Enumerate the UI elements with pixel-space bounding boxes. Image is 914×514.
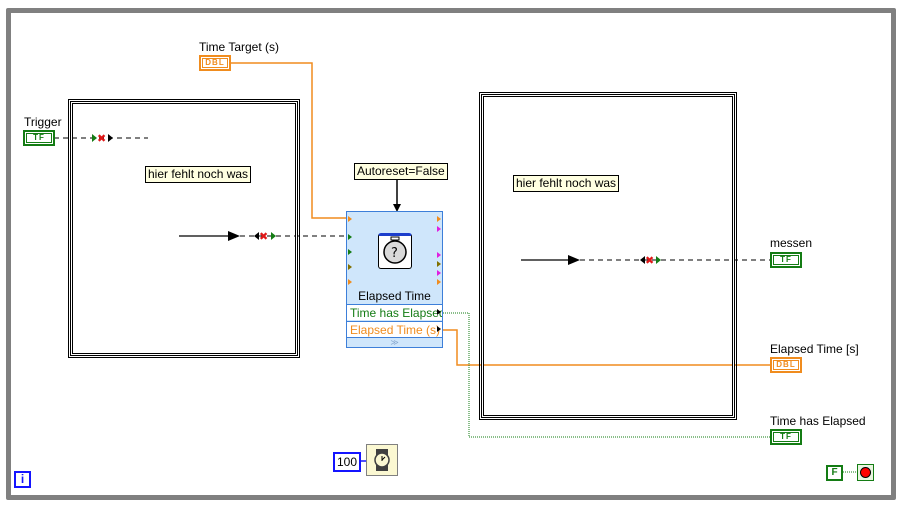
trigger-control[interactable]: TF [23, 130, 55, 146]
wire-arrow-icon [228, 231, 240, 241]
wire-elapsed-time[interactable] [441, 329, 770, 366]
dbl-type-label: DBL [202, 58, 228, 68]
output-elapsed-time[interactable]: Elapsed Time (s) [347, 321, 442, 337]
output-terminal[interactable] [437, 252, 441, 258]
trigger-label: Trigger [24, 115, 62, 129]
expand-terminals-button[interactable]: ≫ [347, 337, 442, 348]
output-arrow-icon [437, 326, 441, 332]
sequence-frame-left[interactable] [68, 99, 300, 358]
output-terminal[interactable] [437, 226, 441, 232]
wire-arrow-icon [271, 232, 276, 240]
arrow-head-icon [393, 204, 401, 212]
loop-condition-terminal[interactable] [857, 464, 874, 481]
false-constant[interactable]: F [826, 465, 843, 481]
wire-arrow-icon [568, 255, 580, 265]
wire-time-target[interactable] [231, 62, 347, 219]
output-terminal[interactable] [437, 216, 441, 222]
svg-text:?: ? [391, 246, 398, 261]
wire-arrow-icon [254, 232, 259, 240]
dbl-type-label: DBL [773, 360, 799, 370]
elapsed-time-express-vi[interactable]: ? Elapsed Time Time has Elapsed Elapsed … [346, 211, 443, 348]
wire-time-has-elapsed[interactable] [441, 312, 770, 438]
sequence-frame-right[interactable] [479, 92, 737, 420]
stopwatch-glyph: ? [383, 236, 407, 264]
input-terminal[interactable] [348, 264, 352, 270]
wait-ms-function[interactable] [366, 444, 398, 476]
output-terminal[interactable] [437, 279, 441, 285]
while-loop[interactable] [6, 8, 896, 500]
express-vi-title: Elapsed Time [358, 289, 431, 303]
comment-right-frame[interactable]: hier fehlt noch was [513, 175, 620, 192]
output-terminal[interactable] [437, 270, 441, 276]
elapsed-time-indicator[interactable]: DBL [770, 357, 802, 373]
output-time-has-elapsed[interactable]: Time has Elapsed [347, 304, 442, 320]
time-target-control[interactable]: DBL [199, 55, 231, 71]
messen-label: messen [770, 236, 813, 250]
input-terminal[interactable] [348, 249, 352, 255]
comment-autoreset[interactable]: Autoreset=False [354, 163, 448, 180]
wire-arrow-icon [656, 256, 661, 264]
output-terminal[interactable] [437, 261, 441, 267]
comment-left-frame[interactable]: hier fehlt noch was [145, 166, 252, 183]
input-terminal[interactable] [348, 279, 352, 285]
time-has-elapsed-indicator[interactable]: TF [770, 429, 802, 445]
stopwatch-icon: ? [378, 233, 412, 269]
input-terminal[interactable] [348, 216, 352, 222]
input-terminal[interactable] [348, 234, 352, 240]
wait-ms-icon [374, 449, 390, 471]
output-arrow-icon [437, 309, 441, 315]
time-has-elapsed-label: Time has Elapsed [770, 414, 866, 428]
wait-ms-constant[interactable]: 100 [333, 452, 361, 472]
messen-indicator[interactable]: TF [770, 252, 802, 268]
elapsed-time-label: Elapsed Time [s] [770, 342, 859, 356]
stop-icon [860, 467, 871, 478]
tf-type-label: TF [773, 255, 799, 265]
broken-wire-icon: ✖ [259, 230, 268, 243]
iteration-terminal[interactable]: i [14, 471, 31, 488]
broken-wire-icon: ✖ [97, 132, 106, 145]
wire-arrow-icon [640, 256, 645, 264]
wire-arrow-icon [92, 134, 97, 142]
wire-arrow-icon [108, 134, 113, 142]
time-target-label: Time Target (s) [199, 40, 280, 54]
broken-wire-icon: ✖ [645, 254, 654, 267]
tf-type-label: TF [26, 133, 52, 143]
tf-type-label: TF [773, 432, 799, 442]
